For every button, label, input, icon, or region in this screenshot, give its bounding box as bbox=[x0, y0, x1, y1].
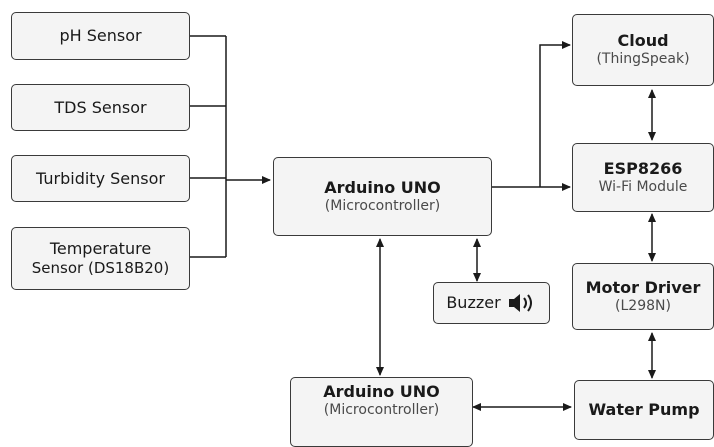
buzzer-label: Buzzer bbox=[446, 293, 501, 312]
ph-sensor-label: pH Sensor bbox=[59, 26, 142, 45]
arduino-main-title: Arduino UNO bbox=[324, 177, 441, 197]
buzzer-box: Buzzer bbox=[433, 282, 550, 324]
connectors bbox=[190, 35, 656, 411]
esp8266-box: ESP8266 Wi-Fi Module bbox=[572, 143, 714, 212]
motor-driver-subtitle: (L298N) bbox=[615, 297, 671, 314]
turbidity-sensor-label: Turbidity Sensor bbox=[36, 168, 165, 188]
motor-driver-box: Motor Driver (L298N) bbox=[572, 263, 714, 330]
arduino-secondary-title: Arduino UNO bbox=[323, 382, 440, 401]
arduino-secondary-subtitle: (Microcontroller) bbox=[323, 402, 440, 418]
turbidity-sensor-box: Turbidity Sensor bbox=[11, 155, 190, 202]
temperature-sensor-label: Temperature bbox=[49, 239, 152, 259]
water-pump-title: Water Pump bbox=[588, 400, 700, 419]
ph-sensor-box: pH Sensor bbox=[11, 12, 190, 60]
arduino-to-cloud-arrow bbox=[539, 41, 571, 187]
speaker-icon bbox=[508, 294, 532, 312]
arduino-secondary-box: Arduino UNO (Microcontroller) bbox=[290, 377, 473, 447]
motor-driver-title: Motor Driver bbox=[585, 277, 701, 297]
block-diagram: pH Sensor TDS Sensor Turbidity Sensor Te… bbox=[11, 12, 714, 447]
temperature-sensor-box: Temperature Sensor (DS18B20) bbox=[11, 227, 190, 290]
arduino-main-box: Arduino UNO (Microcontroller) bbox=[273, 157, 492, 236]
esp8266-subtitle: Wi-Fi Module bbox=[598, 178, 688, 195]
cloud-title: Cloud bbox=[617, 31, 669, 51]
cloud-box: Cloud (ThingSpeak) bbox=[572, 14, 714, 86]
cloud-subtitle: (ThingSpeak) bbox=[596, 51, 690, 68]
tds-sensor-label: TDS Sensor bbox=[54, 97, 147, 117]
esp8266-title: ESP8266 bbox=[603, 158, 683, 178]
arduino-main-subtitle: (Microcontroller) bbox=[324, 197, 441, 214]
temperature-sensor-model: Sensor (DS18B20) bbox=[31, 259, 170, 278]
tds-sensor-box: TDS Sensor bbox=[11, 84, 190, 131]
water-pump-box: Water Pump bbox=[574, 380, 714, 440]
